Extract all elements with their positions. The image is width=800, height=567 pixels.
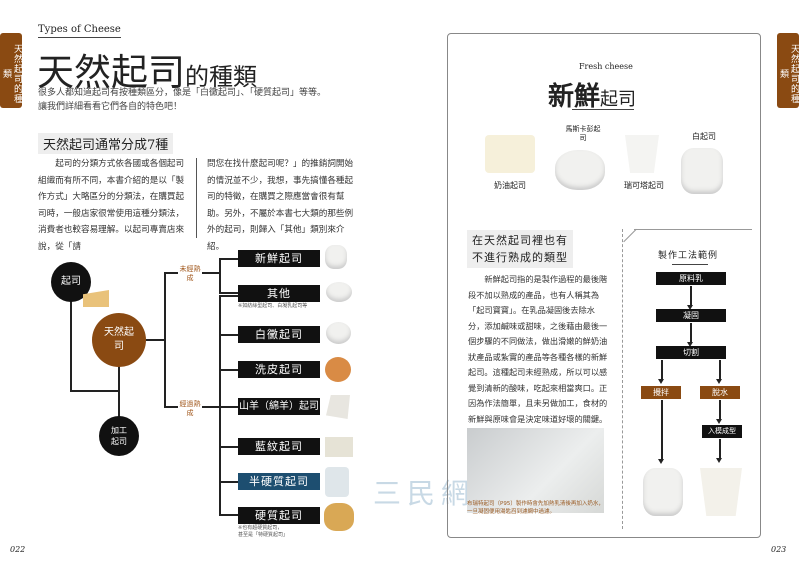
- process-photo: [467, 428, 604, 513]
- cheese-label: 白起司: [692, 132, 716, 141]
- intro-line: 很多人都知道起司有按種類區分，像是「白黴起司」、「硬質起司」等等。: [38, 88, 327, 98]
- note-hard: ※也有超硬質起司，甚至是「特硬質起司」: [238, 525, 288, 539]
- type-box-fresh: 新鮮起司: [238, 250, 320, 267]
- title-suffix: 起司: [600, 89, 637, 110]
- intro: 很多人都知道起司有按種類區分，像是「白黴起司」、「硬質起司」等等。 讓我們詳細看…: [38, 86, 326, 114]
- flow-step-stir: 攪拌: [641, 386, 681, 399]
- flow-step-drain: 脫水: [700, 386, 740, 399]
- flow-divider: [622, 229, 623, 529]
- fromage-blanc-image: [681, 148, 723, 194]
- connector: [70, 390, 120, 392]
- page-number-right: 023: [771, 545, 787, 554]
- body-col-1: 起司的分類方式依各國或各個起司組織而有所不同，本書介紹的是以「製作方式」大略區分…: [38, 159, 185, 252]
- flow-title-underline: [672, 264, 708, 265]
- connector: [164, 406, 178, 408]
- blue-cheese-image: [325, 437, 353, 457]
- title-main: 新鮮: [548, 82, 601, 112]
- note-other: ※如紡絲型起司、白凝乳起司等: [238, 303, 308, 309]
- arrow-icon: [716, 400, 722, 424]
- title-underline: [572, 109, 634, 110]
- white-mold-image: [326, 322, 351, 344]
- note-line: ※也有超硬質起司，: [238, 525, 283, 531]
- flow-step-milk: 原料乳: [656, 272, 726, 285]
- cheese-wedge-image: [83, 290, 109, 307]
- flow-step-coagulate: 凝固: [656, 309, 726, 322]
- connector: [219, 514, 238, 516]
- cheese-label: 奶油起司: [494, 181, 526, 190]
- ripened-label: 經過熟成: [179, 400, 201, 417]
- connector: [219, 369, 238, 371]
- type-box-other: 其他: [238, 285, 320, 302]
- connector: [219, 481, 238, 483]
- connector: [219, 446, 238, 448]
- subheading-line: 在天然起司裡也有: [472, 234, 568, 247]
- page-title: 天然起司的種類: [37, 42, 257, 96]
- flow-step-mold: 入模成型: [702, 425, 742, 438]
- arrow-icon: [658, 400, 664, 464]
- result-cheese-image: [700, 468, 742, 516]
- natural-cheese-circle: 天然起司: [92, 313, 146, 367]
- cheese-label: 馬斯卡彭起司: [565, 125, 601, 142]
- note-line: 甚至是「特硬質起司」: [238, 532, 289, 538]
- connector: [219, 334, 238, 336]
- connector: [118, 366, 120, 418]
- type-box-goat: 山羊（綿羊）起司: [238, 398, 320, 415]
- unripened-label: 未經熟成: [179, 265, 201, 282]
- fresh-cheese-panel: [447, 33, 761, 538]
- title-main: 天然起司: [37, 51, 185, 94]
- subheading-line: 不進行熟成的類型: [472, 251, 568, 264]
- type-box-hard: 硬質起司: [238, 507, 320, 524]
- arrow-icon: [716, 439, 722, 463]
- connector: [146, 339, 166, 341]
- type-box-semi-hard: 半硬質起司: [238, 473, 320, 490]
- type-box-washed-rind: 洗皮起司: [238, 361, 320, 378]
- connector: [219, 295, 221, 515]
- mascarpone-image: [555, 150, 605, 190]
- eyebrow-right: Fresh cheese: [579, 62, 633, 71]
- arrow-icon: [658, 360, 664, 384]
- semi-hard-image: [325, 467, 349, 497]
- processed-cheese-circle: 加工起司: [99, 416, 139, 456]
- connector: [70, 300, 72, 392]
- type-box-blue: 藍紋起司: [238, 438, 320, 455]
- body-col-2: 問您在找什麼起司呢？」的推銷詞開始的情況並不少，我想，事先搞懂各種起司的特徵，在…: [207, 159, 354, 252]
- result-cheese-image: [643, 468, 683, 516]
- ricotta-image: [625, 135, 659, 173]
- title-suffix: 的種類: [185, 63, 257, 91]
- connector: [164, 272, 178, 274]
- side-tab-right[interactable]: 天然起司的種類: [777, 33, 799, 108]
- flow-step-cut: 切割: [656, 346, 726, 359]
- cream-cheese-image: [485, 135, 535, 173]
- connector: [219, 258, 238, 260]
- intro-line: 讓我們詳細看看它們各自的特色吧！: [38, 102, 183, 112]
- arrow-icon: [687, 286, 693, 310]
- arrow-icon: [687, 323, 693, 347]
- section-heading: 天然起司通常分成7種: [38, 133, 174, 154]
- connector: [202, 272, 220, 274]
- column-divider: [196, 158, 197, 238]
- flow-title: 製作工法範例: [658, 251, 719, 261]
- goat-cheese-image: [326, 395, 350, 419]
- fresh-body-text: 新鮮起司指的是製作過程的最後階段不加以熟成的產品，也有人稱其為「起司寶寶」。在乳…: [468, 274, 608, 424]
- connector: [219, 292, 238, 294]
- other-cheese-image: [326, 282, 352, 302]
- fresh-cheese-image: [325, 245, 347, 269]
- eyebrow: Types of Cheese: [38, 24, 121, 38]
- washed-rind-image: [325, 357, 351, 382]
- connector: [164, 272, 166, 408]
- flow-border: [634, 229, 752, 230]
- fresh-title: 新鮮起司: [548, 76, 636, 113]
- cheese-label: 瑞可塔起司: [624, 181, 664, 190]
- hard-cheese-image: [324, 503, 354, 531]
- page-number-left: 022: [10, 545, 26, 554]
- type-box-white-mold: 白黴起司: [238, 326, 320, 343]
- connector: [219, 295, 238, 297]
- arrow-icon: [716, 360, 722, 384]
- side-tab-left[interactable]: 天然起司的種類: [0, 33, 22, 108]
- photo-caption: 布瑞特起司（P95）製作時會先加熱乳清後再加入奶水，一旦凝固便用湯匙舀到濾網中過…: [467, 501, 604, 515]
- subheading: 在天然起司裡也有不進行熟成的類型: [467, 230, 573, 268]
- connector: [219, 258, 221, 293]
